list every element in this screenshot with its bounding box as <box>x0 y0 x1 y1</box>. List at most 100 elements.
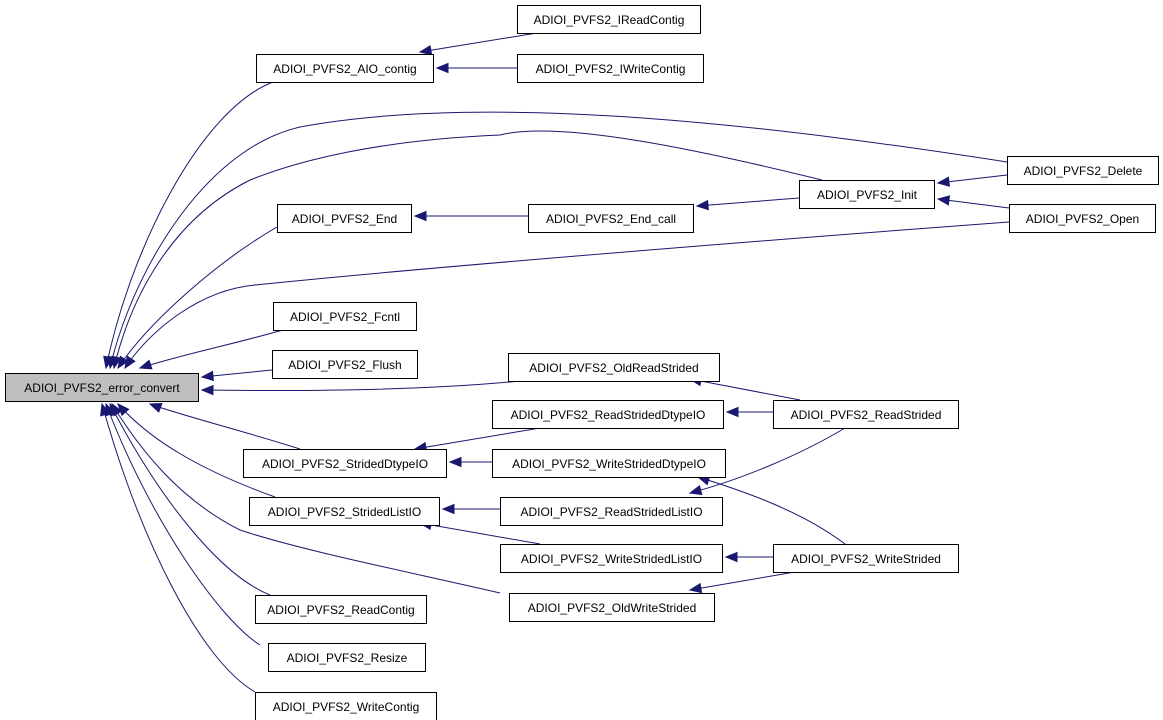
arrowhead-icon <box>435 62 449 74</box>
edge-Open-to-error_convert <box>124 221 1010 369</box>
edge-Delete-to-error_convert <box>109 111 1008 369</box>
node-box[interactable] <box>249 497 440 526</box>
node-ReadStrided[interactable]: ADIOI_PVFS2_ReadStrided <box>773 400 959 429</box>
arrowhead-icon <box>111 355 122 370</box>
node-error_convert[interactable]: ADIOI_PVFS2_error_convert <box>5 373 199 402</box>
node-box[interactable] <box>243 449 447 478</box>
node-box[interactable] <box>799 180 935 209</box>
node-box[interactable] <box>255 595 427 624</box>
node-label: ADIOI_PVFS2_End <box>292 212 397 226</box>
node-box[interactable] <box>773 544 959 573</box>
edge-OldReadStrided-to-error_convert <box>201 380 521 392</box>
node-box[interactable] <box>277 204 412 233</box>
node-Flush[interactable]: ADIOI_PVFS2_Flush <box>272 350 418 379</box>
node-box[interactable] <box>492 400 724 429</box>
node-box[interactable] <box>273 302 417 331</box>
edge-IReadContig-to-AIO_contig <box>419 32 538 53</box>
node-End[interactable]: ADIOI_PVFS2_End <box>277 204 412 233</box>
node-label: ADIOI_PVFS2_WriteContig <box>273 700 420 714</box>
node-box[interactable] <box>492 449 726 478</box>
edge-WriteContig-to-error_convert <box>101 403 256 693</box>
node-label: ADIOI_PVFS2_Fcntl <box>290 310 400 324</box>
node-box[interactable] <box>773 400 959 429</box>
node-label: ADIOI_PVFS2_Flush <box>288 358 401 372</box>
node-StridedListIO[interactable]: ADIOI_PVFS2_StridedListIO <box>249 497 440 526</box>
node-box[interactable] <box>508 353 720 382</box>
edge-ReadContig-to-error_convert <box>109 403 271 596</box>
edge-AIO_contig-to-error_convert <box>105 81 274 369</box>
node-label: ADIOI_PVFS2_IWriteContig <box>536 62 686 76</box>
node-label: ADIOI_PVFS2_End_call <box>546 212 676 226</box>
node-Init[interactable]: ADIOI_PVFS2_Init <box>799 180 935 209</box>
node-label: ADIOI_PVFS2_ReadStrided <box>791 408 942 422</box>
arrowhead-icon <box>725 406 739 418</box>
edge-End-to-error_convert <box>117 226 278 369</box>
node-box[interactable] <box>5 373 199 402</box>
arrowhead-icon <box>138 359 153 370</box>
node-WriteContig[interactable]: ADIOI_PVFS2_WriteContig <box>255 692 437 720</box>
arrowhead-icon <box>688 582 703 594</box>
arrowhead-icon <box>441 503 455 515</box>
node-StridedDtypeIO[interactable]: ADIOI_PVFS2_StridedDtypeIO <box>243 449 447 478</box>
node-label: ADIOI_PVFS2_Open <box>1026 212 1139 226</box>
node-OldWriteStrided[interactable]: ADIOI_PVFS2_OldWriteStrided <box>509 593 715 622</box>
node-label: ADIOI_PVFS2_WriteStridedDtypeIO <box>512 457 706 471</box>
node-box[interactable] <box>1007 156 1159 185</box>
node-label: ADIOI_PVFS2_error_convert <box>24 381 180 395</box>
node-label: ADIOI_PVFS2_Resize <box>287 651 408 665</box>
node-IReadContig[interactable]: ADIOI_PVFS2_IReadContig <box>517 5 701 34</box>
edges-layer <box>100 32 1010 693</box>
node-Delete[interactable]: ADIOI_PVFS2_Delete <box>1007 156 1159 185</box>
node-box[interactable] <box>268 643 426 672</box>
arrowhead-icon <box>724 551 738 563</box>
arrowhead-icon <box>936 195 951 206</box>
edge-Open-to-Init <box>937 198 1010 209</box>
node-box[interactable] <box>528 204 694 233</box>
arrowhead-icon <box>200 370 214 382</box>
node-label: ADIOI_PVFS2_AIO_contig <box>273 62 416 76</box>
node-label: ADIOI_PVFS2_Delete <box>1024 164 1143 178</box>
node-box[interactable] <box>255 692 437 720</box>
node-box[interactable] <box>272 350 418 379</box>
node-OldReadStrided[interactable]: ADIOI_PVFS2_OldReadStrided <box>508 353 720 382</box>
edge-ReadStrided-to-OldReadStrided <box>689 378 801 401</box>
node-AIO_contig[interactable]: ADIOI_PVFS2_AIO_contig <box>256 54 434 83</box>
arrowhead-icon <box>448 456 462 468</box>
node-WriteStridedDtypeIO[interactable]: ADIOI_PVFS2_WriteStridedDtypeIO <box>492 449 726 478</box>
edge-Flush-to-error_convert <box>201 369 273 378</box>
node-End_call[interactable]: ADIOI_PVFS2_End_call <box>528 204 694 233</box>
edge-ReadStrided-to-ReadStridedListIO <box>689 427 846 494</box>
node-ReadContig[interactable]: ADIOI_PVFS2_ReadContig <box>255 595 427 624</box>
node-Open[interactable]: ADIOI_PVFS2_Open <box>1009 204 1156 233</box>
node-box[interactable] <box>256 54 434 83</box>
edge-WriteStrided-to-WriteStridedDtypeIO <box>697 476 846 545</box>
edge-StridedDtypeIO-to-error_convert <box>149 403 301 450</box>
node-box[interactable] <box>1009 204 1156 233</box>
edge-Fcntl-to-error_convert <box>139 329 284 369</box>
node-label: ADIOI_PVFS2_OldWriteStrided <box>528 601 697 615</box>
node-ReadStridedDtypeIO[interactable]: ADIOI_PVFS2_ReadStridedDtypeIO <box>492 400 724 429</box>
arrowhead-icon <box>936 176 951 187</box>
node-IWriteContig[interactable]: ADIOI_PVFS2_IWriteContig <box>517 54 704 83</box>
node-WriteStrided[interactable]: ADIOI_PVFS2_WriteStrided <box>773 544 959 573</box>
node-box[interactable] <box>500 544 723 573</box>
node-label: ADIOI_PVFS2_ReadStridedDtypeIO <box>511 408 706 422</box>
edge-Init-to-End_call <box>696 197 800 207</box>
edge-OldWriteStrided-to-error_convert <box>111 403 501 594</box>
edge-ReadStridedDtypeIO-to-StridedDtypeIO <box>414 427 541 450</box>
edge-StridedListIO-to-error_convert <box>117 403 276 498</box>
node-box[interactable] <box>509 593 715 622</box>
node-WriteStridedListIO[interactable]: ADIOI_PVFS2_WriteStridedListIO <box>500 544 723 573</box>
node-box[interactable] <box>517 54 704 83</box>
node-label: ADIOI_PVFS2_ReadStridedListIO <box>520 505 702 519</box>
node-label: ADIOI_PVFS2_ReadContig <box>267 603 414 617</box>
node-Fcntl[interactable]: ADIOI_PVFS2_Fcntl <box>273 302 417 331</box>
node-box[interactable] <box>517 5 701 34</box>
arrowhead-icon <box>418 44 433 56</box>
node-Resize[interactable]: ADIOI_PVFS2_Resize <box>268 643 426 672</box>
node-box[interactable] <box>500 497 723 526</box>
node-label: ADIOI_PVFS2_IReadContig <box>534 13 685 27</box>
node-ReadStridedListIO[interactable]: ADIOI_PVFS2_ReadStridedListIO <box>500 497 723 526</box>
arrowhead-icon <box>100 402 111 417</box>
nodes-layer: ADIOI_PVFS2_error_convert ADIOI_PVFS2_AIO… <box>5 5 1159 720</box>
